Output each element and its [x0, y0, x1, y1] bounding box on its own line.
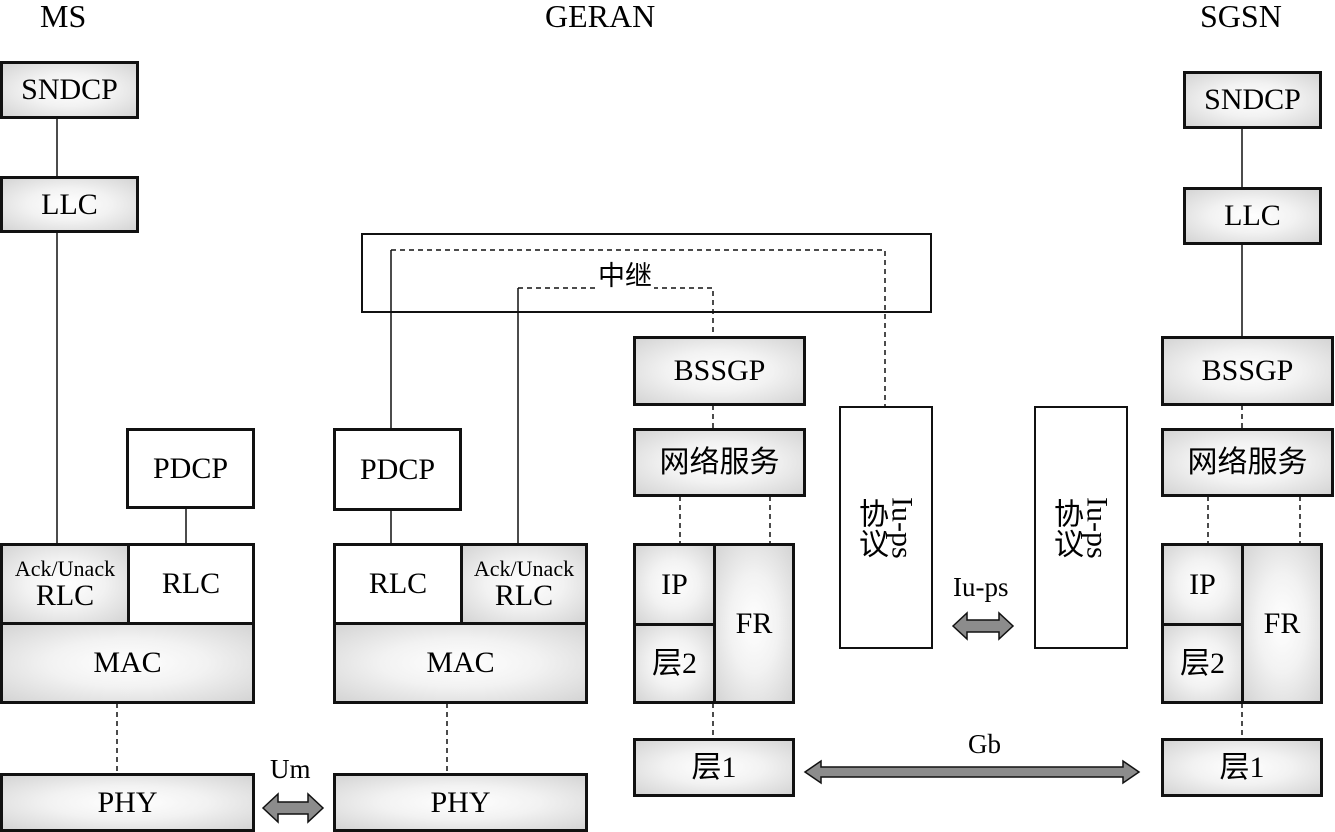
sgsn-fr-box: FR: [1241, 543, 1323, 704]
core-iups-line2: 协议: [1049, 497, 1082, 558]
core-iups-box: Iu-ps 协议: [1034, 406, 1128, 649]
geran-ack-rlc-line1: Ack/Unack: [473, 555, 575, 581]
gb-arrow: [803, 759, 1141, 785]
geran-iups-line1: Iu-ps: [885, 496, 919, 559]
sgsn-llc-box: LLC: [1183, 187, 1322, 245]
gb-label: Gb: [968, 729, 1001, 759]
geran-pdcp-box: PDCP: [333, 428, 462, 511]
title-ms: MS: [40, 0, 87, 34]
geran-ack-rlc-box: Ack/Unack RLC: [460, 543, 588, 625]
geran-rlc-box: RLC: [333, 543, 463, 625]
iups-arrow: [951, 611, 1015, 641]
geran-bssgp-box: BSSGP: [633, 336, 806, 406]
relay-box: [361, 233, 932, 313]
ms-ack-rlc-line2: RLC: [35, 578, 95, 612]
um-arrow: [261, 792, 325, 824]
ms-sndcp-box: SNDCP: [0, 61, 139, 119]
geran-fr-box: FR: [713, 543, 795, 704]
ms-mac-box: MAC: [0, 622, 255, 704]
sgsn-l2-box: 层2: [1161, 623, 1244, 704]
sgsn-sndcp-box: SNDCP: [1183, 71, 1322, 129]
ms-llc-box: LLC: [0, 176, 139, 233]
core-iups-text: Iu-ps 协议: [1049, 496, 1114, 559]
sgsn-bssgp-box: BSSGP: [1161, 336, 1334, 406]
sgsn-ip-box: IP: [1161, 543, 1244, 626]
sgsn-l1-box: 层1: [1161, 738, 1323, 797]
title-sgsn: SGSN: [1200, 0, 1282, 34]
title-geran: GERAN: [545, 0, 656, 34]
geran-iups-text: Iu-ps 协议: [854, 496, 919, 559]
geran-mac-box: MAC: [333, 622, 588, 704]
core-iups-line1: Iu-ps: [1080, 496, 1114, 559]
ms-pdcp-box: PDCP: [126, 428, 255, 509]
line-relay-pdcp-iups: [391, 249, 886, 408]
geran-iups-line2: 协议: [854, 497, 887, 558]
ms-rlc-box: RLC: [127, 543, 255, 625]
geran-ack-rlc-line2: RLC: [494, 578, 554, 612]
um-label: Um: [270, 754, 311, 784]
iups-label: Iu-ps: [953, 572, 1009, 602]
line-relay-rlc-bssgp: [518, 287, 714, 338]
ms-phy-box: PHY: [0, 773, 255, 832]
geran-iups-box: Iu-ps 协议: [839, 406, 933, 649]
geran-ip-box: IP: [633, 543, 716, 626]
relay-label: 中继: [596, 254, 654, 293]
sgsn-ns-box: 网络服务: [1161, 428, 1334, 497]
geran-ns-box: 网络服务: [633, 428, 806, 497]
ms-ack-rlc-box: Ack/Unack RLC: [0, 543, 130, 625]
geran-l1-box: 层1: [633, 738, 795, 797]
geran-l2-box: 层2: [633, 623, 716, 704]
geran-phy-box: PHY: [333, 773, 588, 832]
ms-ack-rlc-line1: Ack/Unack: [14, 555, 116, 581]
